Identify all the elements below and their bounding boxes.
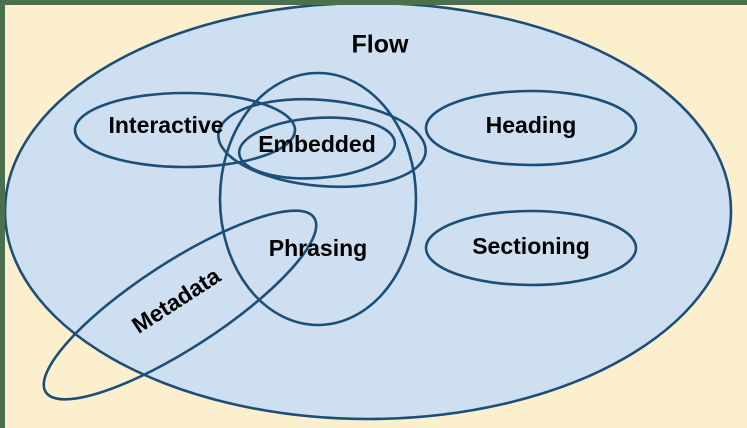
set-label-flow: Flow [352, 31, 409, 59]
set-label-interactive: Interactive [108, 112, 223, 138]
set-label-phrasing: Phrasing [269, 235, 367, 261]
set-ellipse-embedded[interactable] [237, 113, 397, 184]
set-ellipse-embedded-outer[interactable] [215, 91, 430, 195]
set-ellipse-flow[interactable] [5, 3, 733, 421]
set-ellipse-interactive[interactable] [73, 91, 297, 169]
set-label-embedded: Embedded [258, 131, 376, 157]
set-label-sectioning: Sectioning [472, 233, 590, 259]
set-ellipse-metadata[interactable] [22, 182, 337, 428]
set-label-heading: Heading [486, 112, 577, 138]
set-ellipse-heading[interactable] [424, 89, 638, 167]
set-ellipse-phrasing[interactable] [218, 71, 418, 327]
set-ellipse-sectioning[interactable] [424, 209, 638, 287]
